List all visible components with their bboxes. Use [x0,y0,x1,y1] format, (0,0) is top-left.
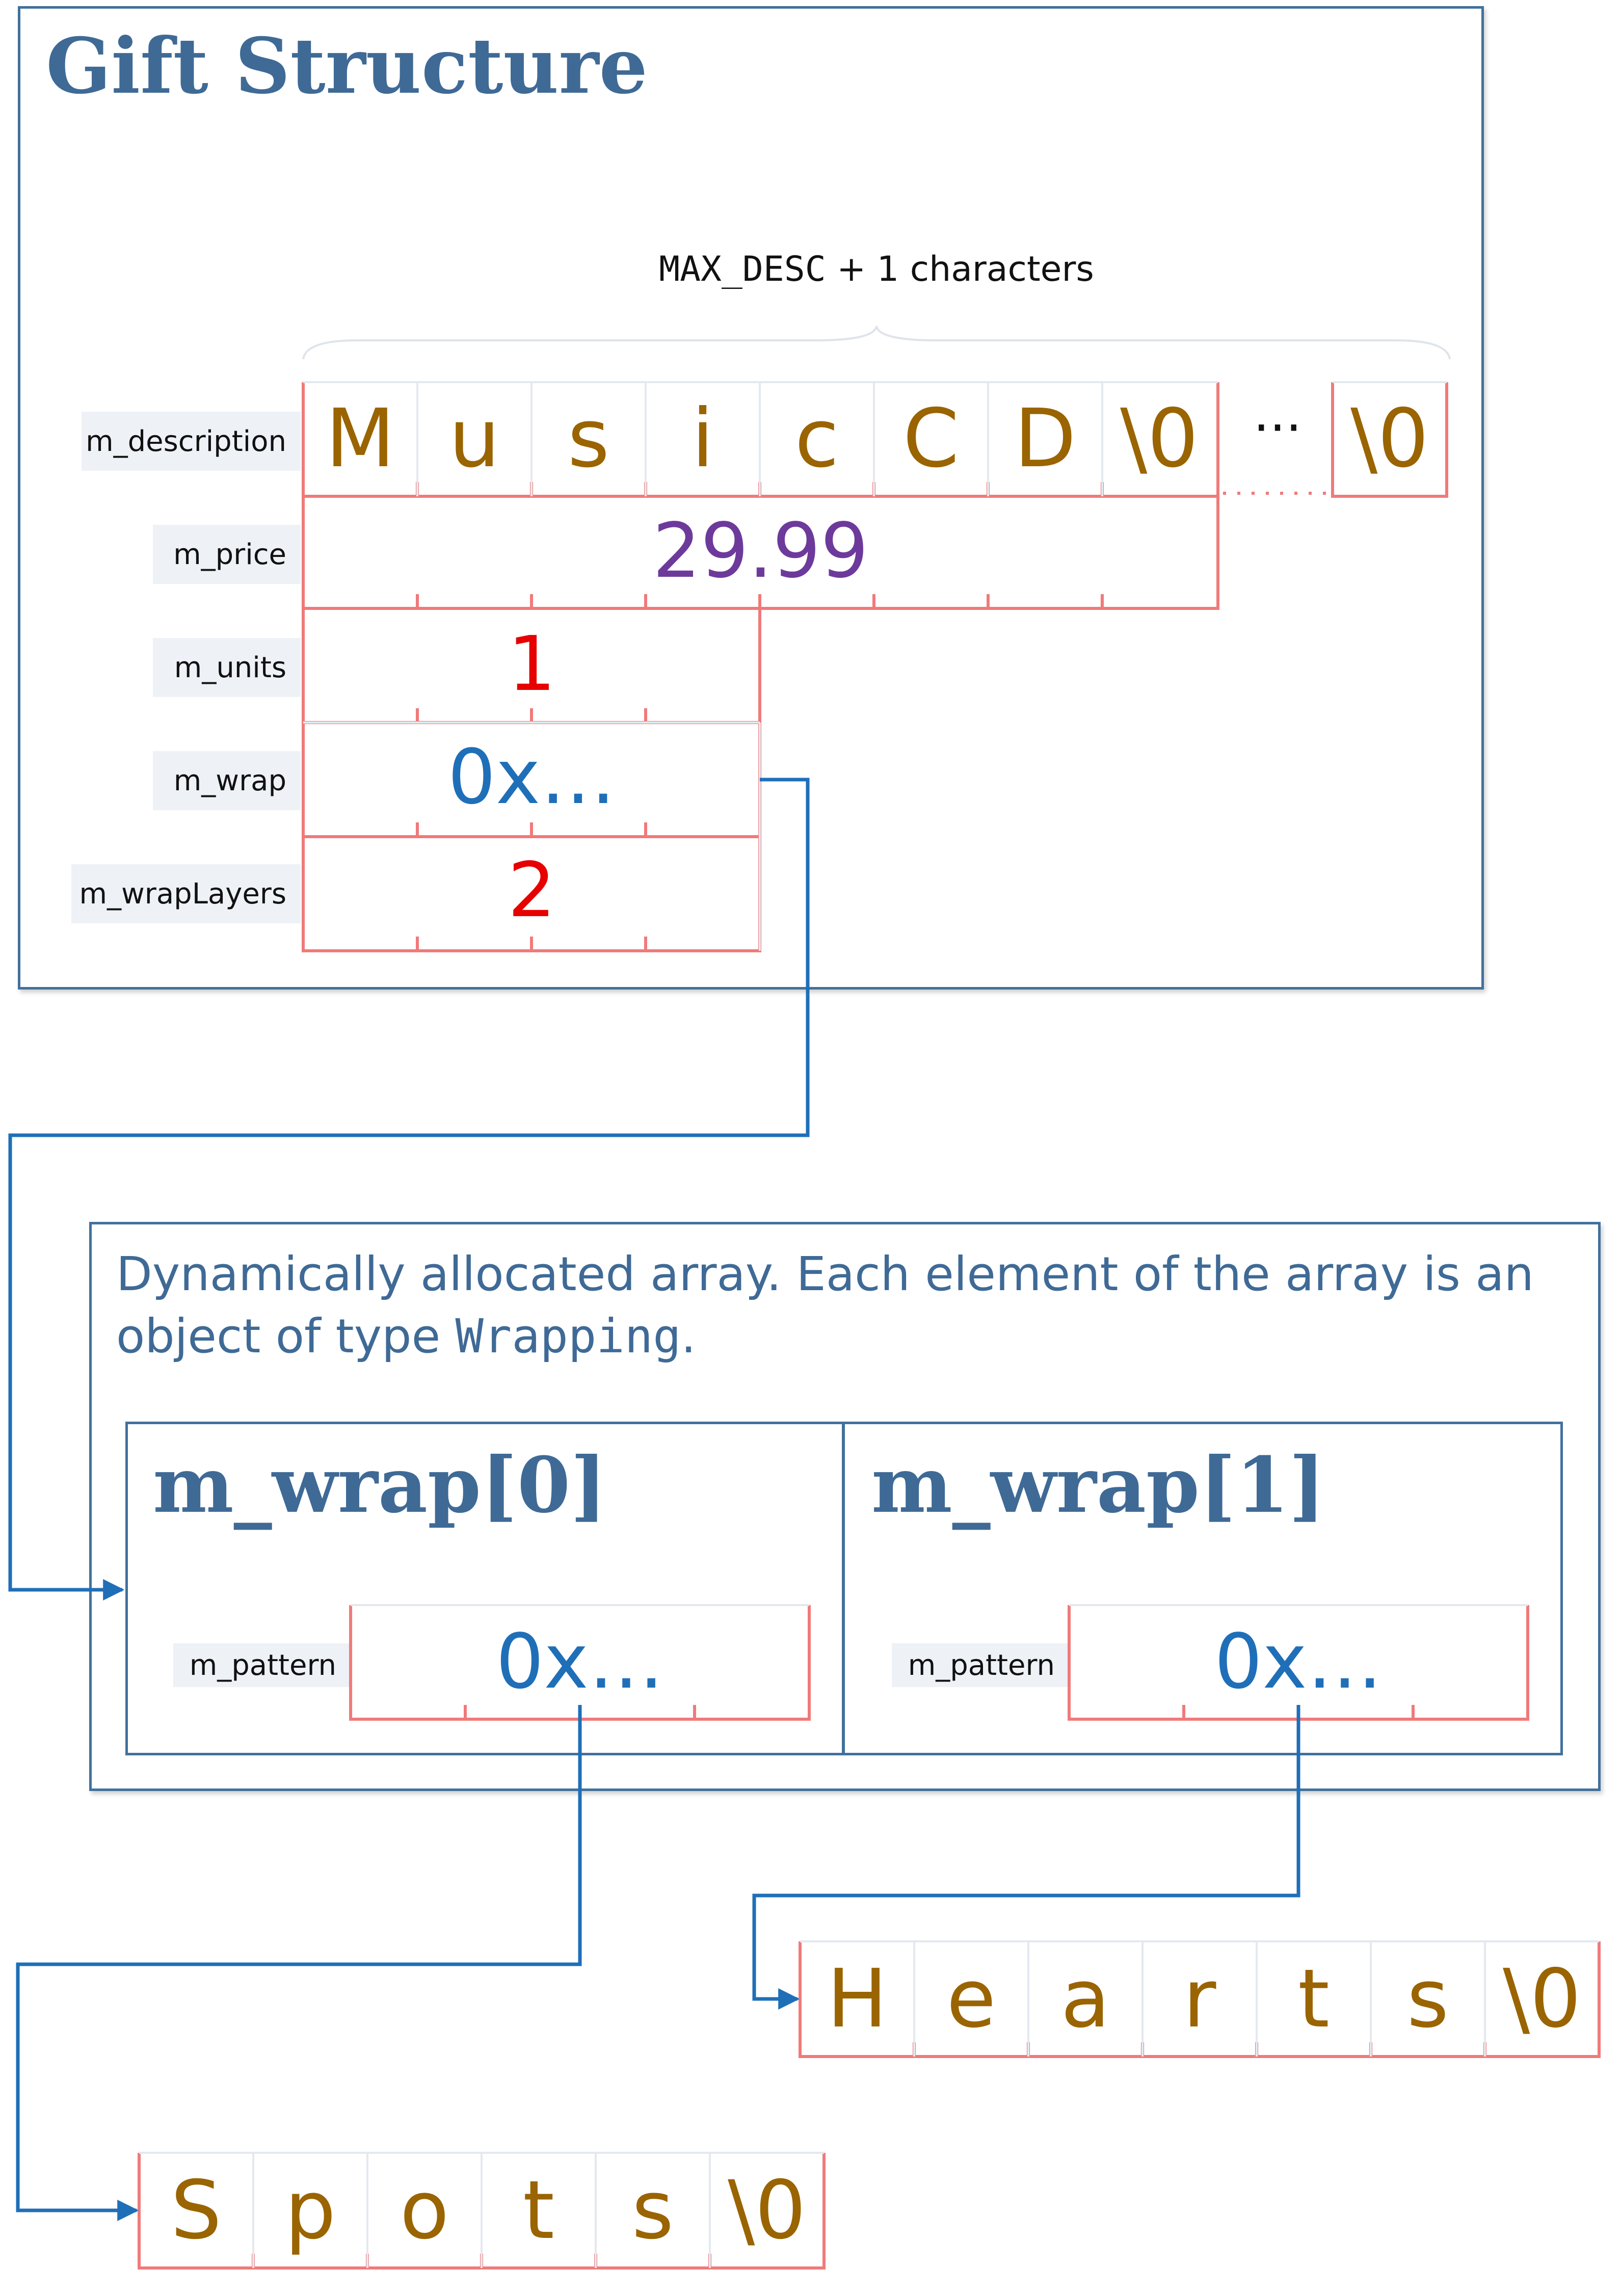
description-size-label: MAX_DESC + 1 characters [510,252,1243,287]
m-pattern-label-0: m_pattern [173,1643,352,1687]
description-char-cell: \0 [1350,392,1429,486]
array-caption-text: Dynamically allocated array. Each elemen… [116,1247,1534,1364]
m-pattern-0-pointer-arrow [16,1705,582,2221]
m-price-value: 29.99 [652,507,869,595]
array-caption-end: . [681,1309,696,1364]
spots-char-cell: s [631,2164,674,2257]
description-char-cell: u [448,392,500,486]
m-units-label: m_units [153,638,301,697]
m-wrap-pointer-arrow [8,778,810,1600]
hearts-char-cell: e [946,1952,996,2046]
m-units-value: 1 [508,620,556,708]
m-wraplayers-value: 2 [508,846,556,934]
description-brace [302,326,1451,360]
max-desc-constant: MAX_DESC [659,249,826,289]
hearts-char-cell: H [827,1952,888,2046]
m-wraplayers-label: m_wrapLayers [71,864,301,923]
wrapping-type-name: Wrapping [455,1309,681,1364]
spots-char-cell: \0 [728,2164,806,2257]
m-price-label: m_price [153,525,301,584]
m-pattern-label-1: m_pattern [892,1643,1070,1687]
m-pattern-value-0: 0x… [496,1618,664,1705]
wrap-element-1-frame [842,1422,1563,1755]
m-description-label: m_description [82,412,301,471]
gift-structure-title: Gift Structure [46,21,648,111]
spots-char-cell: t [523,2164,554,2257]
size-label-suffix: + 1 characters [826,249,1094,289]
spots-char-cell: S [170,2164,222,2257]
hearts-char-cell: r [1183,1952,1216,2046]
description-char-cell: \0 [1120,392,1199,486]
description-char-cell: D [1014,392,1076,486]
array-caption: Dynamically allocated array. Each elemen… [116,1243,1584,1368]
m-pattern-value-1: 0x… [1214,1618,1383,1705]
hearts-char-cell: a [1060,1952,1110,2046]
hearts-char-cell: s [1406,1952,1449,2046]
wrapping-array-frame [89,1222,1601,1791]
description-char-cell: C [902,392,960,486]
m-pattern-1-pointer-arrow [752,1705,1300,2010]
description-char-cell: M [325,392,395,486]
m-wrap-value: 0x… [447,733,616,821]
description-char-cell: c [794,392,839,486]
spots-char-cell: p [284,2164,336,2257]
spots-char-cell: o [400,2164,449,2257]
wrap-element-1-title: m_wrap[1] [871,1440,1325,1530]
description-ellipsis: ··· [1253,398,1302,458]
cell-dividers [138,382,1601,2270]
hearts-char-cell: \0 [1503,1952,1581,2046]
wrap-element-0-title: m_wrap[0] [153,1440,607,1530]
gift-structure-frame [18,6,1484,990]
description-char-cell: i [692,392,714,486]
cell-outlines [139,381,1599,2268]
hearts-char-cell: t [1298,1952,1330,2046]
m-wrap-label: m_wrap [153,751,301,810]
description-char-cell: s [567,392,610,486]
